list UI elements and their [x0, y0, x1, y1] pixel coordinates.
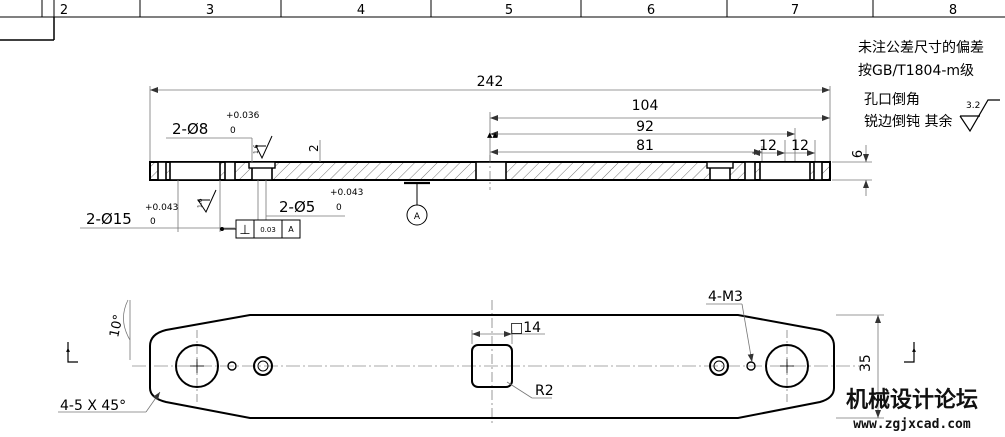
fcf-datum: A [288, 225, 294, 234]
large-hole [175, 344, 219, 388]
dim-width: 35 [858, 354, 874, 372]
dim-thickness: 6 [851, 150, 866, 158]
datum-a: A [404, 181, 430, 226]
dim-12-left: 12 [759, 138, 777, 154]
roughness-symbol-b: 1.6 [197, 189, 217, 214]
feature-control-frame: ⊥ 0.03 A [220, 219, 301, 239]
note-deburr: 锐边倒钝 其余 [864, 113, 952, 130]
thread-hole [746, 361, 756, 371]
hole-section [813, 161, 823, 181]
hole-d15-tol-upper: +0.043 [145, 203, 178, 213]
hole-d5-tol-lower: 0 [336, 203, 342, 213]
dim-12-right: 12 [791, 138, 809, 154]
hole-d5-callout: 2-Ø5 [279, 198, 315, 216]
large-hole [765, 344, 809, 388]
zone-label: 6 [647, 3, 655, 18]
zone-label: 4 [357, 3, 365, 18]
hole-d8-tol-upper: +0.036 [226, 111, 260, 121]
roughness-a-value: 1.6 [253, 144, 260, 154]
hole-section [759, 161, 811, 181]
square-hole [471, 344, 513, 388]
dim-square: □14 [510, 320, 541, 336]
dim-radius: R2 [535, 383, 554, 399]
dim-angle: 10° [107, 313, 126, 339]
hole-d15-callout: 2-Ø15 [86, 210, 132, 228]
zone-label: 5 [505, 3, 513, 18]
counterbore-hole [253, 356, 273, 376]
zone-label: 2 [60, 3, 68, 18]
section-marker-right: ▴ [912, 345, 916, 354]
roughness-value: 3.2 [966, 101, 980, 111]
dim-depth: 2 [307, 144, 321, 152]
watermark-title: 机械设计论坛 [846, 387, 978, 413]
fcf-value: 0.03 [260, 226, 276, 234]
note-chamfer: 孔口倒角 [864, 92, 920, 108]
hole-d5-tol-upper: +0.043 [330, 188, 363, 198]
counterbore-hole [709, 356, 729, 376]
fcf-symbol: ⊥ [239, 223, 250, 238]
zone-label: 8 [949, 3, 957, 18]
hole-d8-tol-lower: 0 [230, 126, 236, 136]
dim-overall-length: 242 [477, 74, 504, 90]
watermark: 机械设计论坛 www.zgjxcad.com [846, 387, 978, 432]
section-mark: ▲▲ [487, 131, 498, 139]
hole-section [224, 161, 236, 181]
roughness-symbol: 3.2 [959, 99, 1000, 133]
dim-chamfer: 4-5 X 45° [60, 398, 126, 414]
section-marker-left: ▴ [66, 345, 70, 354]
dim-104: 104 [632, 98, 659, 114]
roughness-b-value: 1.6 [197, 198, 204, 208]
hole-d8-callout: 2-Ø8 [172, 120, 208, 138]
datum-a-label: A [414, 212, 421, 222]
square-hole-section [475, 161, 507, 181]
thread-callout: 4-M3 [708, 289, 743, 305]
hole-section [744, 161, 756, 181]
zone-label: 7 [791, 3, 799, 18]
dim-92: 92 [636, 119, 654, 135]
watermark-url: www.zgjxcad.com [853, 417, 971, 432]
top-view: □14 R2 4-M3 10° 4-5 X 45° 35 ▴ ▴ [58, 289, 916, 425]
hole-d15-tol-lower: 0 [150, 217, 156, 227]
plate-outline [149, 314, 835, 419]
thread-hole [227, 361, 237, 371]
note-standard: 按GB/T1804-m级 [858, 63, 974, 79]
roughness-symbol-a: 1.6 [253, 135, 273, 160]
technical-notes: 未注公差尺寸的偏差 按GB/T1804-m级 孔口倒角 锐边倒钝 其余 3.2 [858, 40, 1000, 133]
hole-section [157, 161, 167, 181]
zone-label: 3 [206, 3, 214, 18]
title-border: 2 3 4 5 6 7 8 [0, 0, 1005, 41]
hole-section [169, 161, 221, 181]
note-tolerance: 未注公差尺寸的偏差 [858, 40, 984, 56]
front-section-view: 242 104 92 81 12 12 6 [80, 74, 872, 239]
dim-81: 81 [636, 138, 654, 154]
